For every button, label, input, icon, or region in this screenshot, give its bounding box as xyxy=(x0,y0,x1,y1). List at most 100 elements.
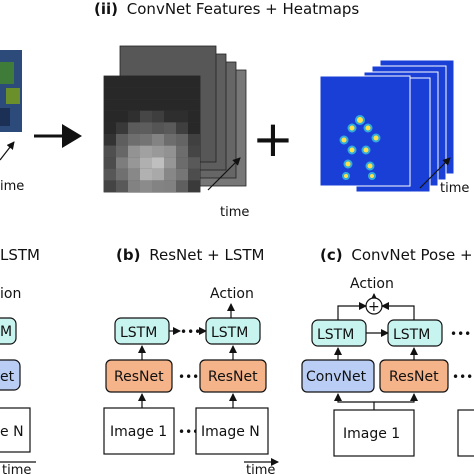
panel-b-image-n: Image N xyxy=(195,407,269,455)
panel-c-dots-resnet: ••• xyxy=(452,370,473,384)
panel-b-action: Action xyxy=(210,286,254,302)
panel-c-lstm-1: LSTM xyxy=(311,319,367,347)
feature-map-cell xyxy=(116,168,128,181)
feature-map-cell xyxy=(176,99,188,111)
feature-map-cell xyxy=(188,110,200,123)
feature-map-cell xyxy=(164,76,176,88)
svg-text:LSTM: LSTM xyxy=(317,327,354,343)
panel-b-dots-resnet: ••• xyxy=(178,370,199,384)
feature-map-cell xyxy=(164,110,176,123)
feature-map-cell xyxy=(188,168,200,181)
feature-map-cell xyxy=(104,110,116,123)
features-time-label: time xyxy=(220,205,249,220)
feature-map-cell xyxy=(188,180,200,192)
feature-map-cell xyxy=(164,157,176,169)
feature-map-cell xyxy=(128,180,140,192)
feature-map-cell xyxy=(164,145,176,158)
svg-text:ResNet: ResNet xyxy=(208,369,258,385)
svg-text:ResNet: ResNet xyxy=(389,369,439,385)
left-time-axis xyxy=(0,141,15,161)
feature-map-cell xyxy=(188,99,200,111)
svg-text:LSTM: LSTM xyxy=(393,327,430,343)
panel-b-lstm-1: LSTM xyxy=(114,317,170,345)
panel-c-sum-node: + xyxy=(365,297,383,315)
panel-c-image-to-convnet xyxy=(334,393,375,410)
panel-c-image-to-resnet xyxy=(374,393,418,403)
feature-map-cell xyxy=(164,87,176,100)
feature-map-cell xyxy=(164,180,176,192)
panel-c-dots-lstm: ••• xyxy=(450,327,471,341)
panel-b-dots-lstm: ••• xyxy=(180,325,201,339)
panel-c-action: Action xyxy=(350,276,394,292)
feature-map-cell xyxy=(140,134,152,146)
svg-text:ConvNet: ConvNet xyxy=(306,369,367,385)
panel-a-image-block: e N xyxy=(0,407,31,453)
feature-map-cell xyxy=(104,180,116,192)
feature-map-cell xyxy=(116,110,128,123)
feature-map-cell xyxy=(152,76,164,88)
panel-a-time-label: time xyxy=(2,463,31,474)
feature-map-cell xyxy=(140,180,152,192)
feature-map-cell xyxy=(152,145,164,158)
feature-map-cell xyxy=(128,134,140,146)
panel-c-convnet: ConvNet xyxy=(301,359,375,393)
feature-map-cell xyxy=(152,168,164,181)
feature-map-cell xyxy=(128,145,140,158)
feature-map-cell xyxy=(128,168,140,181)
svg-text:e N: e N xyxy=(0,424,24,440)
feature-map-cell xyxy=(164,168,176,181)
panel-a-title: LSTM xyxy=(0,246,40,264)
feature-map-cell xyxy=(176,180,188,192)
feature-map-cell xyxy=(176,145,188,158)
panel-b-dots-image: ••• xyxy=(178,425,199,439)
feature-map-cell xyxy=(188,157,200,169)
panel-a-lstm-block: M xyxy=(0,317,17,345)
panel-c-resnet: ResNet xyxy=(379,359,449,393)
feature-map-cell xyxy=(104,145,116,158)
panel-c-lstm-2: LSTM xyxy=(387,319,443,347)
heatmaps-time-label: time xyxy=(440,181,469,196)
feature-map-cell xyxy=(116,134,128,146)
feature-map-cell xyxy=(140,122,152,134)
feature-map-cell xyxy=(152,180,164,192)
feature-map-cell xyxy=(176,122,188,134)
feature-map-cell xyxy=(140,87,152,100)
panel-c-lstm1-to-sum xyxy=(337,302,367,320)
feature-map-cell xyxy=(152,87,164,100)
feature-map-cell xyxy=(116,145,128,158)
feature-map-cell xyxy=(188,134,200,146)
feature-map-cell xyxy=(176,110,188,123)
feature-map-cell xyxy=(116,122,128,134)
feature-map-cell xyxy=(152,110,164,123)
panel-b-image-1: Image 1 xyxy=(103,407,175,455)
feature-map-cell xyxy=(104,157,116,169)
features-time-axis xyxy=(207,157,241,191)
panel-b-title: (b) ResNet + LSTM xyxy=(116,246,264,264)
top-title: (ii) ConvNet Features + Heatmaps xyxy=(94,0,359,18)
feature-map-cell xyxy=(140,99,152,111)
feature-map-cell xyxy=(176,134,188,146)
svg-text:Image N: Image N xyxy=(201,424,260,440)
feature-map-cell xyxy=(128,157,140,169)
feature-map-cell xyxy=(140,76,152,88)
svg-text:et: et xyxy=(0,369,15,385)
panel-c-lstm2-to-sum xyxy=(381,302,415,320)
feature-map-cell xyxy=(140,157,152,169)
feature-map-cell xyxy=(104,99,116,111)
svg-text:LSTM: LSTM xyxy=(120,325,157,341)
svg-text:ResNet: ResNet xyxy=(114,369,164,385)
feature-map-cell xyxy=(128,87,140,100)
panel-a-action: ion xyxy=(0,286,21,302)
feature-map-grid xyxy=(104,76,200,192)
heatmaps-time-axis xyxy=(419,157,451,189)
feature-map-cell xyxy=(128,110,140,123)
feature-map-cell xyxy=(152,122,164,134)
feature-map-cell xyxy=(188,122,200,134)
panel-b-resnet-1: ResNet xyxy=(105,359,173,393)
pose-keypoints xyxy=(339,115,381,180)
feature-map-cell xyxy=(188,76,200,88)
feature-map-cell xyxy=(104,122,116,134)
feature-map-cell xyxy=(152,134,164,146)
feature-map-cell xyxy=(164,122,176,134)
